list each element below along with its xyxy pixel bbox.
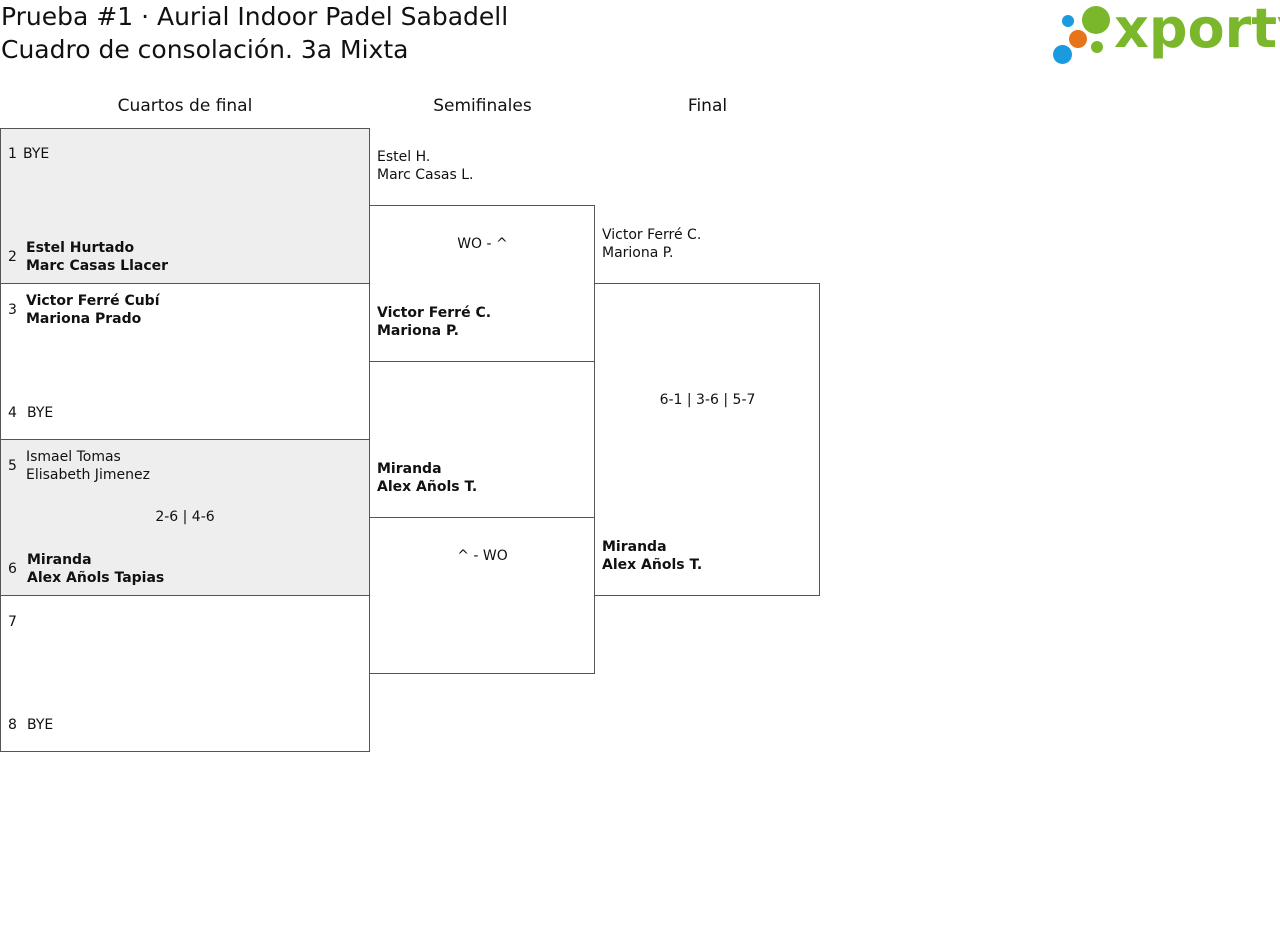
player-name: Ismael Tomas bbox=[26, 449, 121, 465]
final-match[interactable] bbox=[594, 283, 820, 596]
player-name: Alex Añols T. bbox=[377, 479, 478, 495]
round-header-quarterfinals: Cuartos de final bbox=[117, 96, 253, 116]
qf-match-1[interactable] bbox=[0, 128, 370, 284]
logo-dot-green-large bbox=[1082, 6, 1110, 34]
match-score: 2-6 | 4-6 bbox=[155, 509, 215, 525]
player-name: Victor Ferré C. bbox=[377, 305, 492, 321]
player-name: Alex Añols T. bbox=[602, 557, 703, 573]
player-name: Miranda bbox=[27, 552, 92, 568]
logo-wordmark: xporty bbox=[1114, 0, 1280, 60]
qf-match-4[interactable] bbox=[0, 595, 370, 752]
xporty-logo[interactable]: xporty bbox=[1050, 0, 1280, 67]
round-header-semifinals: Semifinales bbox=[433, 96, 532, 116]
player-name: Elisabeth Jimenez bbox=[26, 467, 150, 483]
player-name: Alex Añols Tapias bbox=[27, 570, 165, 586]
seed-number: 5 bbox=[8, 458, 17, 474]
seed-number: 2 bbox=[8, 249, 17, 265]
seed-number: 3 bbox=[8, 302, 17, 318]
page-subtitle: Cuadro de consolación. 3a Mixta bbox=[1, 35, 409, 64]
player-name: Estel Hurtado bbox=[26, 240, 135, 256]
player-name: Mariona P. bbox=[377, 323, 459, 339]
qf-match-3[interactable] bbox=[0, 439, 370, 596]
player-bye: BYE bbox=[27, 717, 54, 733]
player-name: Mariona Prado bbox=[26, 311, 142, 327]
player-name: Victor Ferré Cubí bbox=[26, 293, 160, 309]
match-score: ^ - WO bbox=[457, 548, 508, 564]
logo-dot-blue-large bbox=[1053, 45, 1072, 64]
match-score: 6-1 | 3-6 | 5-7 bbox=[659, 392, 756, 408]
player-name: Marc Casas L. bbox=[377, 167, 474, 183]
player-name: Miranda bbox=[377, 461, 442, 477]
logo-dot-orange bbox=[1069, 30, 1087, 48]
match-score: WO - ^ bbox=[457, 236, 508, 252]
player-name: Estel H. bbox=[377, 149, 431, 165]
seed-number: 6 bbox=[8, 561, 17, 577]
seed-number: 7 bbox=[8, 614, 17, 630]
player-name: Miranda bbox=[602, 539, 667, 555]
round-header-final: Final bbox=[687, 96, 728, 116]
sf-match-2[interactable] bbox=[369, 517, 595, 674]
seed-number: 4 bbox=[8, 405, 17, 421]
player-bye: BYE bbox=[27, 405, 54, 421]
page-title: Prueba #1 · Aurial Indoor Padel Sabadell bbox=[1, 2, 509, 31]
player-bye: BYE bbox=[23, 146, 50, 162]
player-name: Victor Ferré C. bbox=[602, 227, 702, 243]
logo-dot-green-small bbox=[1091, 41, 1103, 53]
player-name: Mariona P. bbox=[602, 245, 674, 261]
logo-dot-blue-small bbox=[1062, 15, 1074, 27]
seed-number: 8 bbox=[8, 717, 17, 733]
seed-number: 1 bbox=[8, 146, 17, 162]
player-name: Marc Casas Llacer bbox=[26, 258, 169, 274]
